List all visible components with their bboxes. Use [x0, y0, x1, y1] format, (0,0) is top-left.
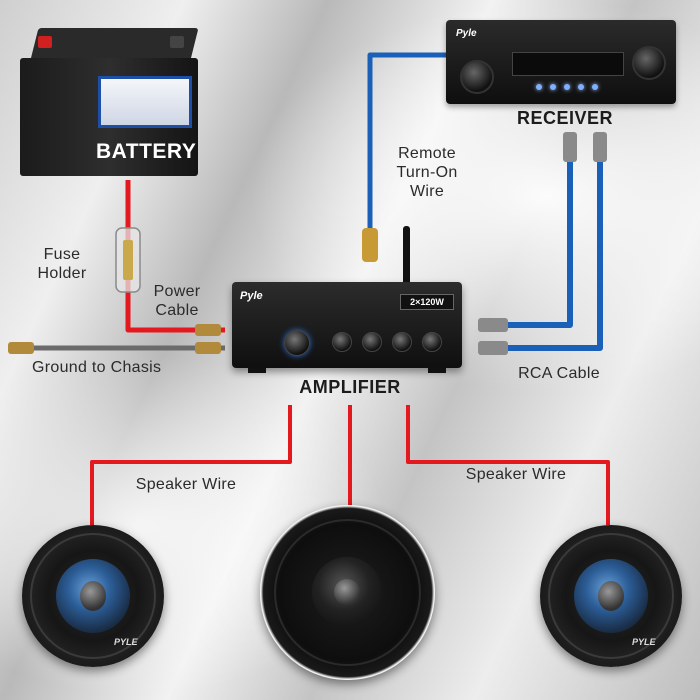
speaker-wire-label-right: Speaker Wire — [465, 466, 567, 483]
power-terminal — [195, 324, 221, 336]
remote-wire-label-line1: Remote — [398, 145, 456, 162]
rca-cable-2 — [490, 150, 603, 351]
receiver-button-3 — [564, 84, 570, 90]
amplifier-volume-knob — [284, 330, 310, 356]
speaker-right-brand: PYLE — [632, 637, 656, 647]
ground-label: Ground to Chasis — [32, 359, 162, 376]
amplifier-label: AMPLIFIER — [299, 377, 401, 397]
power-cable-label-line2: Cable — [155, 302, 199, 319]
amplifier-device: Pyle 2×120W — [232, 282, 462, 368]
amplifier-antenna — [403, 226, 410, 286]
amplifier-knob-5 — [422, 332, 442, 352]
rca-plug-side-1 — [478, 318, 508, 332]
amplifier-knob-4 — [392, 332, 412, 352]
speaker-left-ring — [30, 533, 156, 659]
speaker-center — [260, 505, 435, 680]
amplifier-foot-left — [248, 367, 266, 373]
speaker-center-ring — [274, 519, 421, 666]
battery-label: BATTERY — [96, 140, 197, 163]
amplifier-brand: Pyle — [240, 290, 263, 302]
receiver-knob-right — [632, 46, 666, 80]
speaker-right-ring — [548, 533, 674, 659]
receiver-knob-left — [460, 60, 494, 94]
receiver-device: Pyle — [446, 20, 676, 104]
power-cable-label: Power Cable — [138, 282, 216, 320]
amplifier-foot-right — [428, 367, 446, 373]
rca-plug-top-1 — [563, 132, 577, 162]
remote-wire-label-line2: Turn-On — [396, 164, 458, 181]
rca-cable-1 — [490, 150, 573, 328]
fuse-holder-label-line1: Fuse — [43, 246, 81, 263]
battery-label-panel — [98, 76, 192, 128]
receiver-brand: Pyle — [456, 28, 477, 39]
battery-negative-terminal — [170, 36, 184, 48]
ground-terminal-left — [8, 342, 34, 354]
rca-plug-side-2 — [478, 341, 508, 355]
remote-wire-label: Remote Turn-On Wire — [382, 144, 472, 201]
rca-plug-top-2 — [593, 132, 607, 162]
speaker-wire-right — [406, 405, 610, 525]
remote-wire-connector — [362, 228, 378, 262]
receiver-label: RECEIVER — [516, 108, 614, 128]
amplifier-knob-2 — [332, 332, 352, 352]
amplifier-power-badge: 2×120W — [400, 294, 454, 310]
speaker-left-brand: PYLE — [114, 637, 138, 647]
fuse-holder-label: Fuse Holder — [22, 245, 102, 283]
receiver-button-4 — [578, 84, 584, 90]
speaker-right-tweeter — [598, 581, 624, 611]
speaker-wire-label-left: Speaker Wire — [135, 476, 237, 493]
battery-positive-terminal — [38, 36, 52, 48]
speaker-left-tweeter — [80, 581, 106, 611]
rca-cable-label: RCA Cable — [518, 365, 600, 382]
amplifier-knob-3 — [362, 332, 382, 352]
car-battery: BATTERY — [20, 28, 199, 178]
remote-wire-label-line3: Wire — [409, 183, 445, 200]
fuse-holder-label-line2: Holder — [37, 265, 87, 282]
speaker-wire-left — [90, 405, 292, 525]
fuse-element — [123, 240, 133, 280]
receiver-button-2 — [550, 84, 556, 90]
power-cable-label-line1: Power — [153, 283, 201, 300]
receiver-button-5 — [592, 84, 598, 90]
speaker-left: PYLE — [22, 525, 164, 667]
ground-terminal-right — [195, 342, 221, 354]
speaker-center-tweeter — [334, 579, 360, 605]
receiver-display — [512, 52, 624, 76]
remote-turn-on-wire — [367, 52, 455, 230]
speaker-right: PYLE — [540, 525, 682, 667]
receiver-button-1 — [536, 84, 542, 90]
